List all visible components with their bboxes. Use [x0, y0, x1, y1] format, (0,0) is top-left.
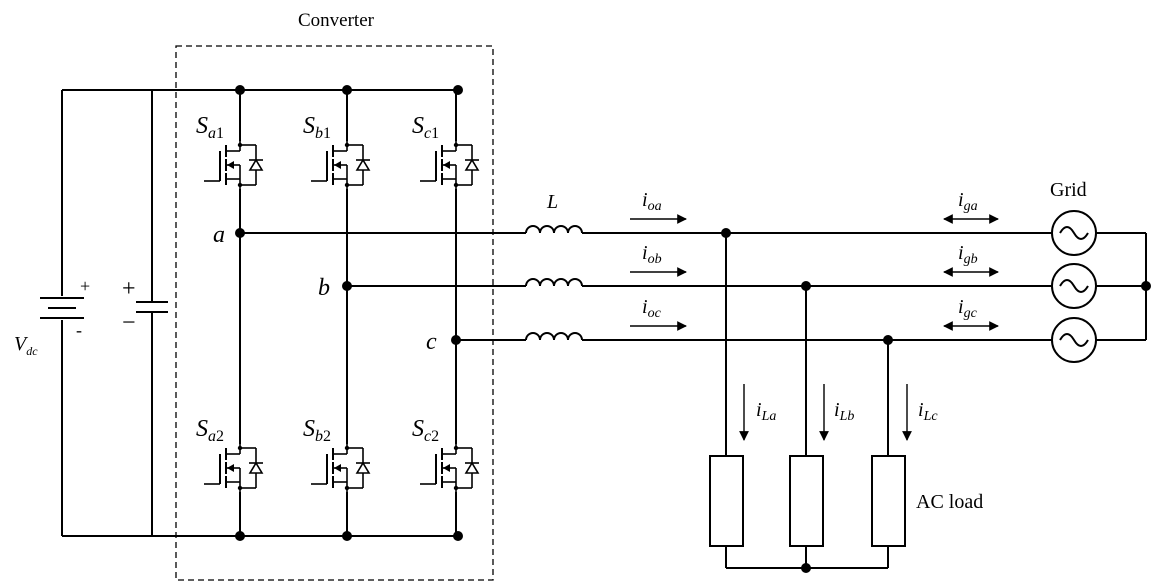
converter-boundary — [175, 45, 494, 581]
current-igb-label: igb — [958, 242, 978, 267]
current-ilb-label: iLb — [834, 399, 854, 424]
node-a-label: a — [213, 222, 225, 248]
bus-junctions — [235, 85, 463, 541]
current-iob-label: iob — [642, 242, 662, 267]
mosfet-switch — [204, 141, 264, 189]
current-ila-label: iLa — [756, 399, 776, 424]
switch-label: Sa2 — [196, 416, 224, 445]
switch-label: Sc2 — [412, 416, 439, 445]
switch-label: Sc1 — [412, 113, 439, 142]
grid-current-arrows — [943, 214, 999, 331]
ac-load-label: AC load — [916, 491, 983, 513]
switch-label: Sb1 — [303, 113, 331, 142]
capacitor-minus: − — [122, 310, 136, 336]
output-current-arrows — [630, 214, 687, 331]
current-iga-label: iga — [958, 189, 978, 214]
dc-source-plus: + — [80, 276, 90, 296]
switch-label: Sb2 — [303, 416, 331, 445]
mosfet-switch — [420, 444, 480, 492]
current-ilc-label: iLc — [918, 399, 938, 424]
switch-label: Sa1 — [196, 113, 224, 142]
dc-source: + - Vdc — [14, 90, 90, 536]
current-ioc-label: ioc — [642, 296, 662, 321]
phase-lines — [240, 232, 1052, 341]
dc-source-label: Vdc — [14, 333, 38, 358]
mosfet-switch — [204, 444, 264, 492]
load-current-arrows — [739, 384, 912, 441]
mosfet-switch — [420, 141, 480, 189]
dc-source-minus: - — [76, 320, 82, 340]
current-ioa-label: ioa — [642, 189, 662, 214]
mosfet-switch — [311, 141, 371, 189]
capacitor-plus: + — [122, 276, 136, 302]
inductor-label: L — [546, 191, 558, 213]
node-b-label: b — [318, 275, 330, 301]
grid-sources — [1051, 210, 1151, 363]
converter-title: Converter — [298, 10, 375, 31]
grid-label: Grid — [1050, 179, 1087, 201]
inductors — [525, 225, 583, 341]
mosfet-switch — [311, 444, 371, 492]
dc-capacitor: + − — [122, 90, 168, 536]
phase-nodes — [235, 228, 461, 345]
load-resistors — [709, 455, 906, 573]
load-taps — [721, 228, 893, 456]
current-igc-label: igc — [958, 296, 978, 321]
node-c-label: c — [426, 329, 437, 355]
